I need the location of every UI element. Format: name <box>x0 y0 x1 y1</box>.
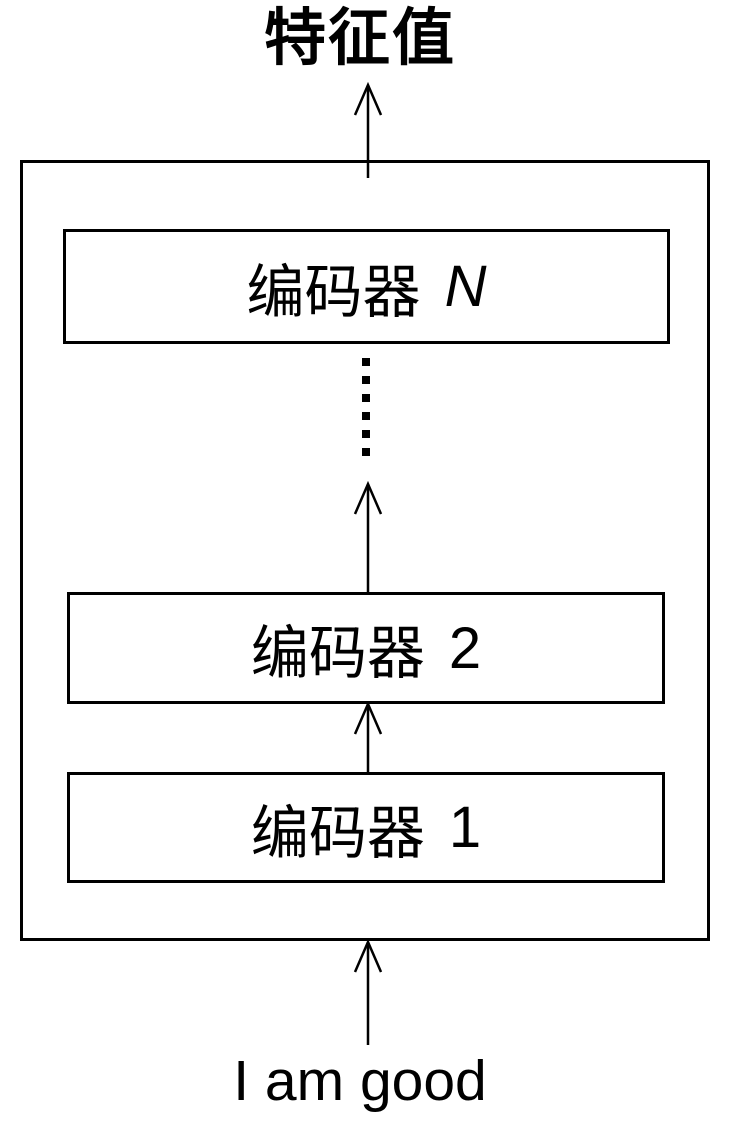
vertical-ellipsis-dots <box>362 358 370 456</box>
input-up-arrow-icon <box>353 939 383 1045</box>
ellipsis-dot <box>362 412 370 420</box>
ellipsis-dot <box>362 448 370 456</box>
ellipsis-dot <box>362 376 370 384</box>
encoder-n-box: 编码器 N <box>63 229 670 344</box>
input-sentence-label: I am good <box>233 1049 487 1113</box>
ellipsis-dot <box>362 394 370 402</box>
encoder-1-box: 编码器 1 <box>67 772 665 883</box>
encoder-n-label: 编码器 <box>246 259 421 325</box>
encoder-n-index: N <box>444 254 487 319</box>
encoder-1-label: 编码器 <box>250 800 425 866</box>
encoder-2-box: 编码器 2 <box>67 592 665 704</box>
encoder2-to-dots-arrow-icon <box>353 481 383 593</box>
encoder-2-index: 2 <box>448 615 482 681</box>
model-frame <box>20 160 710 941</box>
encoder-2-label: 编码器 <box>250 621 425 686</box>
encoder1-to-encoder2-arrow-icon <box>353 701 383 773</box>
ellipsis-dot <box>362 358 370 366</box>
ellipsis-dot <box>362 430 370 438</box>
output-feature-label: 特征值 <box>263 4 456 73</box>
encoder-1-index: 1 <box>448 795 482 860</box>
